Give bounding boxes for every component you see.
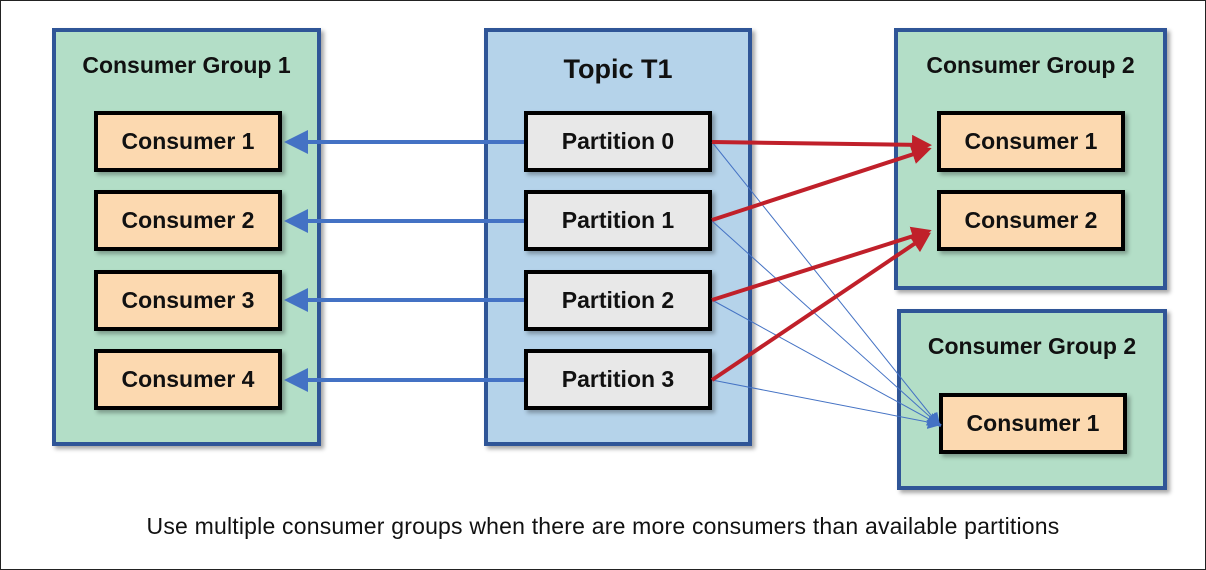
- partition-1: Partition 1: [524, 190, 712, 251]
- group1-consumer-4: Consumer 4: [94, 349, 282, 410]
- arrow-p3-to-g2b-c1: [711, 379, 942, 429]
- group1-consumer-2: Consumer 2: [94, 190, 282, 251]
- group2-bottom-consumer-1: Consumer 1: [939, 393, 1127, 454]
- arrow-p1-to-g2b-c1: [711, 220, 941, 427]
- consumer-group-2-bottom-title: Consumer Group 2: [927, 333, 1137, 359]
- consumer-group-1-title: Consumer Group 1: [82, 52, 291, 78]
- partition-3: Partition 3: [524, 349, 712, 410]
- group1-consumer-1: Consumer 1: [94, 111, 282, 172]
- partition-0: Partition 0: [524, 111, 712, 172]
- arrow-p0-to-g2b-c1: [711, 141, 941, 428]
- arrow-p1-to-g2t-c1: [711, 144, 932, 222]
- arrow-p3-to-g2t-c2: [710, 232, 931, 382]
- diagram-caption: Use multiple consumer groups when there …: [146, 513, 1060, 539]
- group2-top-consumer-1: Consumer 1: [937, 111, 1125, 172]
- topic-title: Topic T1: [563, 54, 673, 84]
- arrow-p2-to-g2b-c1: [711, 299, 942, 426]
- arrow-p2-to-g2t-c2: [711, 226, 932, 302]
- group2-top-consumer-2: Consumer 2: [937, 190, 1125, 251]
- arrow-p0-to-g2t-c1: [711, 134, 932, 155]
- partition-2: Partition 2: [524, 270, 712, 331]
- group1-consumer-3: Consumer 3: [94, 270, 282, 331]
- consumer-group-2-top-title: Consumer Group 2: [926, 52, 1135, 78]
